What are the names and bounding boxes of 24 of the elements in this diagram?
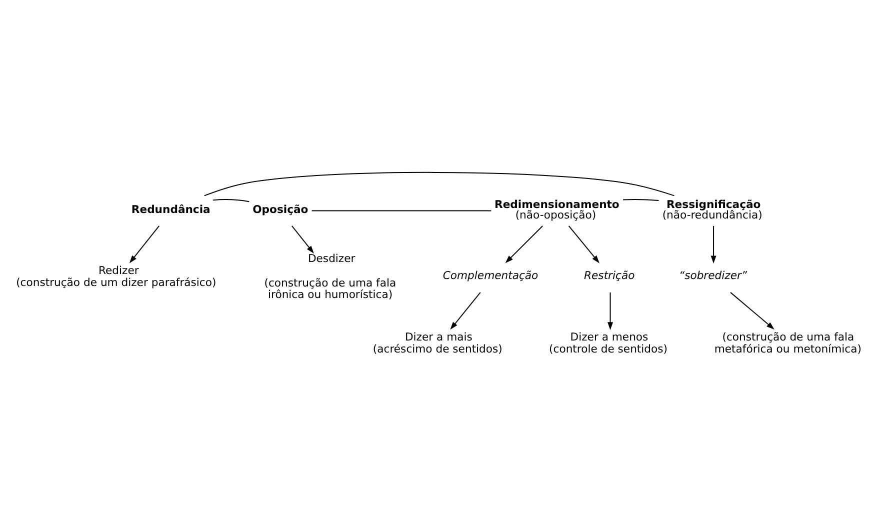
connector xyxy=(204,171,675,196)
arrow xyxy=(129,224,160,263)
arrow xyxy=(730,291,774,329)
connector xyxy=(212,198,250,202)
arrow xyxy=(710,224,716,264)
node-text: Desdizer (construção de uma fala irônica ou humorística) xyxy=(264,251,396,301)
arrow xyxy=(505,224,544,263)
arrow xyxy=(450,291,481,330)
arrow xyxy=(568,224,600,263)
node-text: “sobredizer” xyxy=(678,268,748,282)
node-text: Dizer a menos (controle de sentidos) xyxy=(549,330,668,355)
node-text: Complementação xyxy=(442,268,538,282)
node-text: Redizer (construção de um dizer parafrásico) xyxy=(16,264,216,288)
arrow xyxy=(608,291,613,330)
node-text: Redundância xyxy=(131,202,210,216)
connector xyxy=(622,198,660,201)
node-text: (construção de uma fala metafórica ou metonímica) xyxy=(714,330,862,355)
node-text: Ressignificação (não-redundância) xyxy=(662,197,762,222)
node-text: Oposição xyxy=(252,202,308,216)
node-text: Restrição xyxy=(584,268,635,282)
connector xyxy=(311,210,492,211)
node-text: Dizer a mais (acréscimo de sentidos) xyxy=(372,330,502,355)
node-text: Redimensionamento (não-oposição) xyxy=(494,197,620,222)
arrow xyxy=(291,224,314,254)
